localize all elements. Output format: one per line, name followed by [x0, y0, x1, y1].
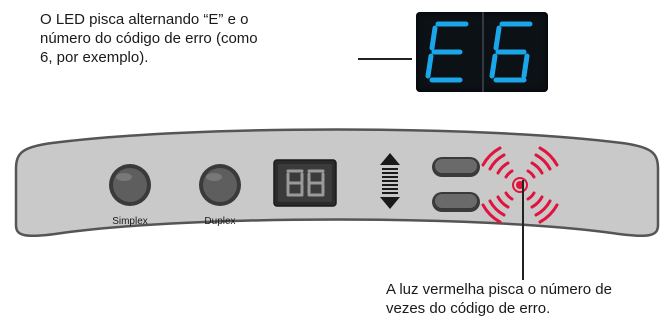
red-light-caption-line-1: A luz vermelha pisca o número de: [386, 281, 612, 298]
scanner-control-panel: [14, 128, 660, 237]
duplex-button[interactable]: [199, 164, 241, 206]
enlarged-led-display: [416, 12, 548, 92]
lower-oval-button[interactable]: [432, 192, 480, 212]
led-caption-leader-line: [358, 58, 412, 60]
simplex-button[interactable]: [109, 164, 151, 206]
simplex-label: Simplex: [112, 216, 148, 227]
red-light-caption: A luz vermelha pisca o número de vezes d…: [386, 280, 668, 318]
scroll-up-down-icon[interactable]: [380, 153, 400, 209]
duplex-label: Duplex: [204, 216, 236, 227]
led-caption-line-3: 6, por exemplo).: [40, 49, 149, 66]
led-digits: [425, 21, 533, 83]
panel-led-display: [273, 159, 337, 207]
red-light-caption-line-2: vezes do código de erro.: [386, 300, 551, 317]
led-digit-6: [489, 21, 533, 83]
led-caption: O LED pisca alternando “E” e o número do…: [40, 10, 340, 67]
red-light-caption-leader-line: [522, 180, 524, 280]
led-caption-line-1: O LED pisca alternando “E” e o: [40, 11, 249, 28]
upper-oval-button[interactable]: [432, 157, 480, 177]
led-digit-e: [425, 21, 469, 83]
led-digit-divider: [482, 12, 484, 92]
led-caption-line-2: número do código de erro (como: [40, 30, 258, 47]
panel-led-segments: [286, 169, 325, 197]
